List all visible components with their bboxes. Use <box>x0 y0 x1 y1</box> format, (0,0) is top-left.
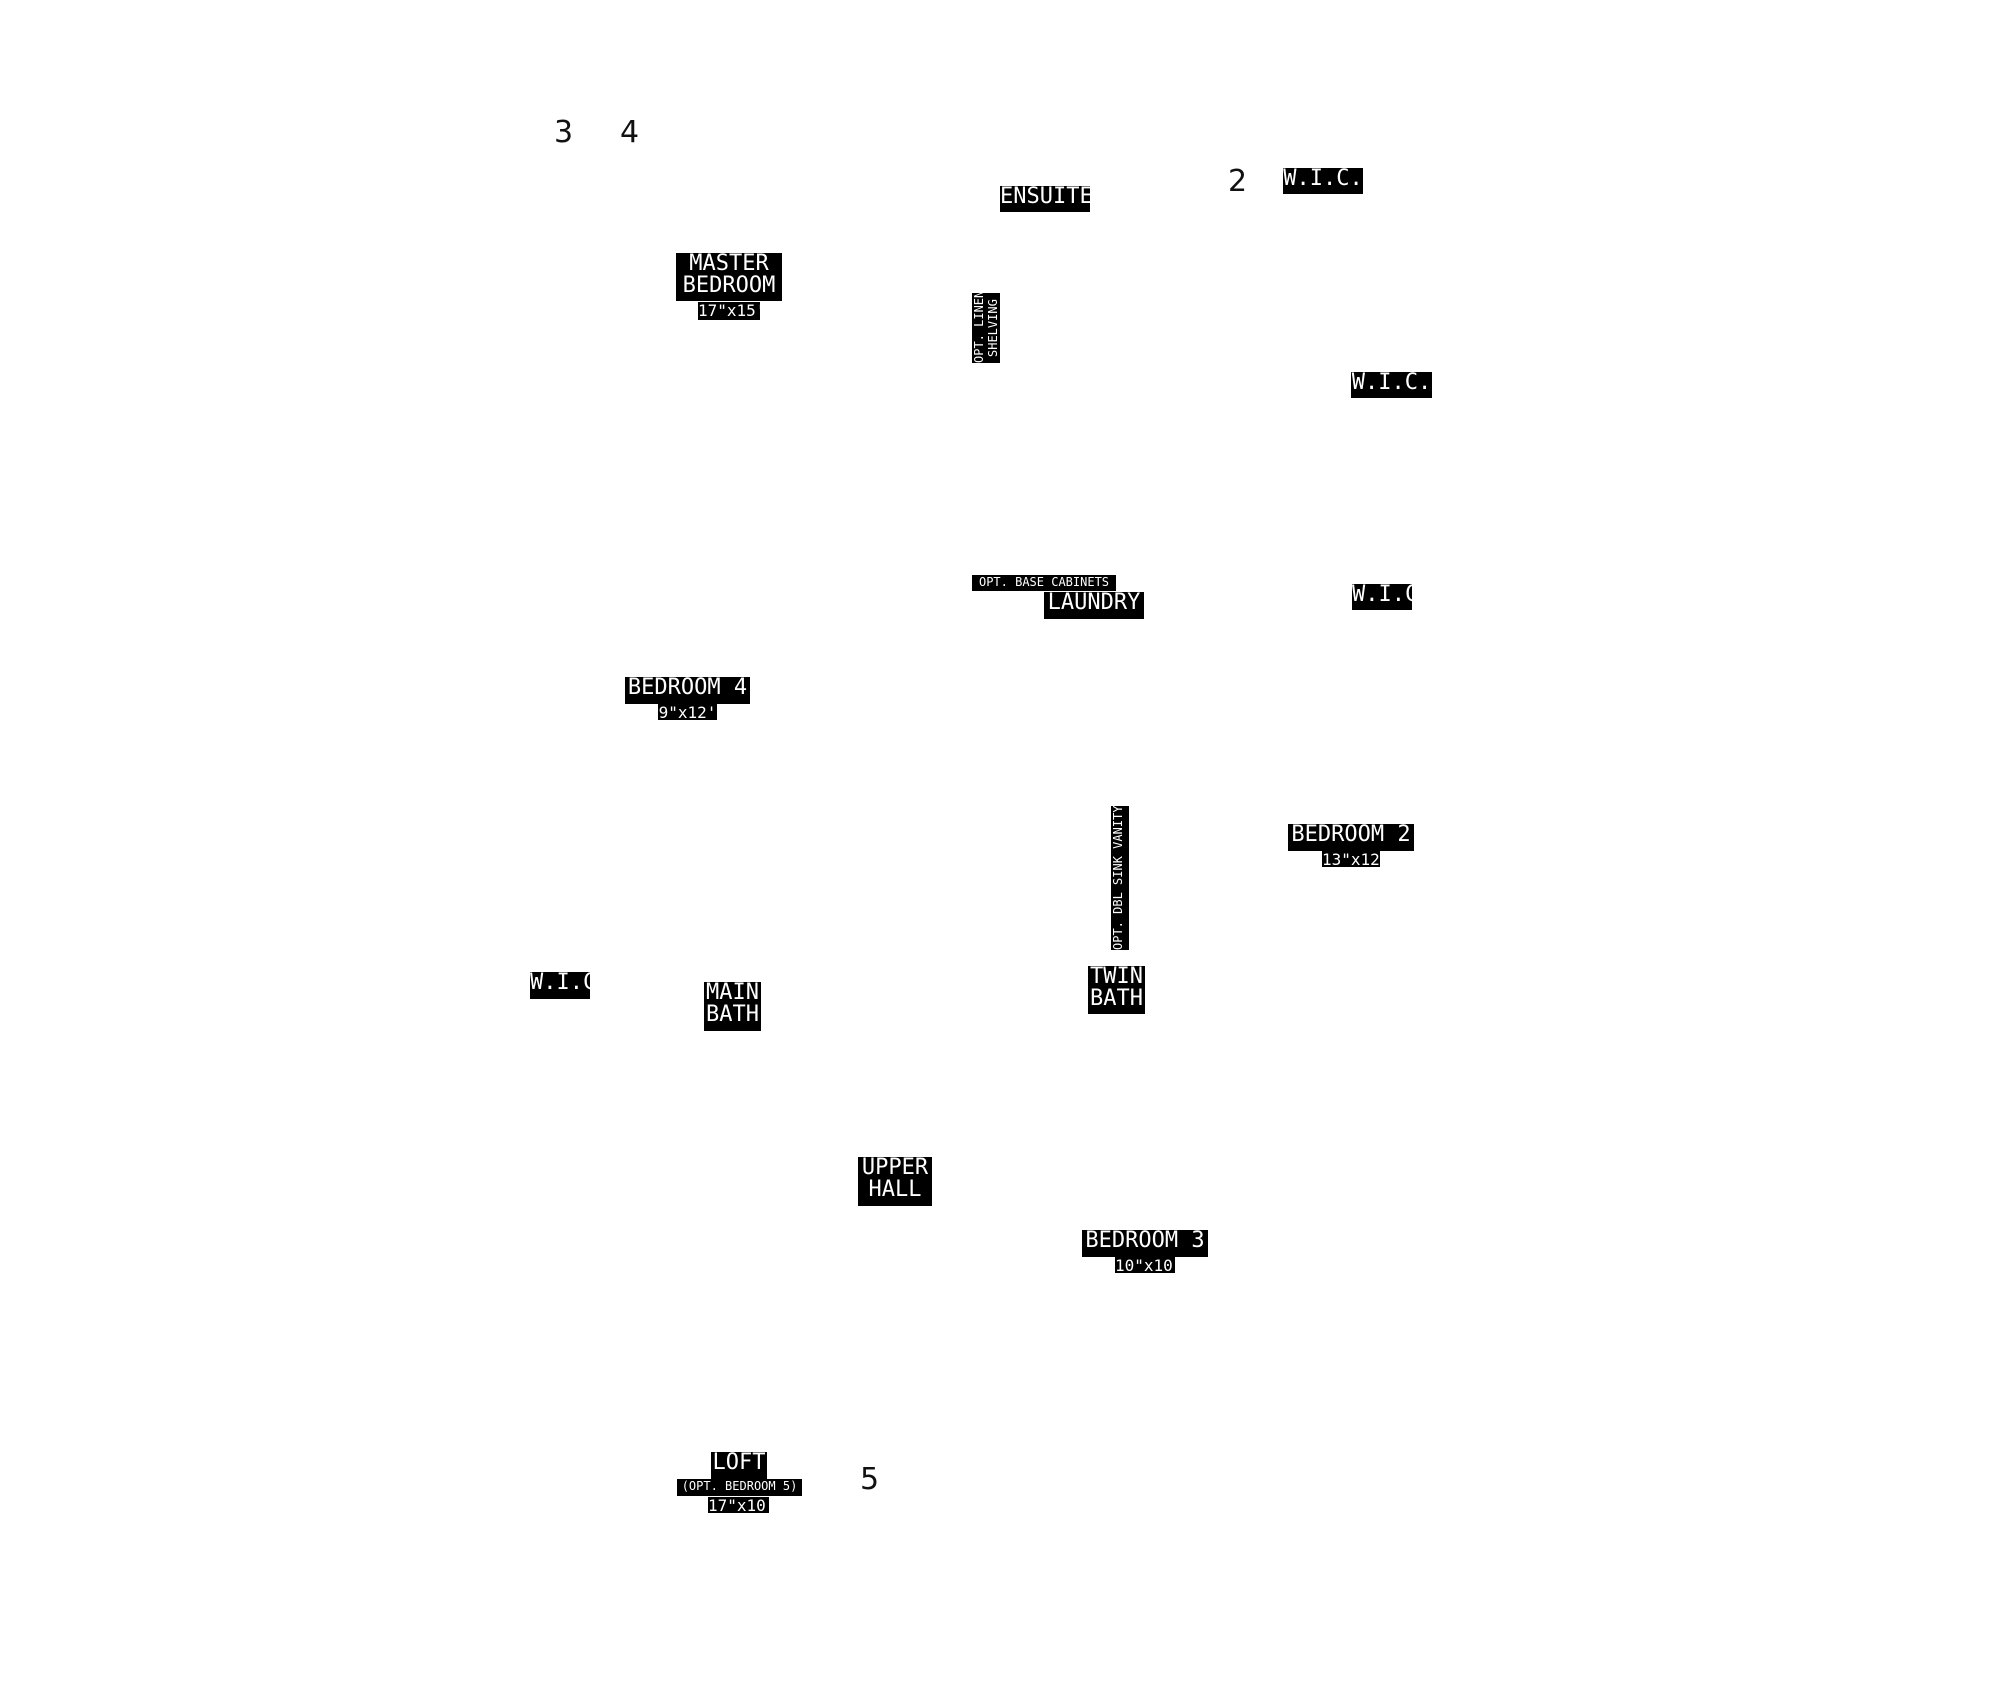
ensuite-text: ENSUITE <box>1000 186 1090 209</box>
opt-base-cabinets-text: OPT. BASE CABINETS <box>978 575 1110 589</box>
master-bedroom-dim-label: 17"x15' <box>698 302 760 320</box>
laundry-label: LAUNDRY <box>1044 592 1144 619</box>
ensuite-label: ENSUITE <box>1000 186 1090 212</box>
opt-dbl-sink-vanity-label: OPT. DBL SINK VANITY <box>1111 806 1129 950</box>
upper-hall-line1: UPPER <box>861 1157 929 1180</box>
bedroom-3-dim: 10"x10' <box>1115 1257 1175 1273</box>
page-marker-3: 3 <box>554 115 574 150</box>
twin-bath-label: TWIN BATH <box>1088 966 1145 1014</box>
bedroom-4-dim-label: 9"x12' <box>658 704 717 720</box>
wic-mid-label: W.I.C. <box>1352 584 1412 610</box>
laundry-text: LAUNDRY <box>1047 592 1141 615</box>
bedroom-4-label: BEDROOM 4 <box>625 677 750 704</box>
loft-label: LOFT <box>711 1452 767 1479</box>
loft-dim: 17"x10' <box>708 1497 769 1513</box>
page-marker-5: 5 <box>860 1462 880 1497</box>
loft-sub-label: (OPT. BEDROOM 5) <box>677 1479 802 1496</box>
bedroom-4-dim: 9"x12' <box>658 704 717 720</box>
bedroom-2-dim-label: 13"x12' <box>1322 851 1380 867</box>
loft-sub-text: (OPT. BEDROOM 5) <box>681 1479 798 1493</box>
bedroom-3-text: BEDROOM 3 <box>1085 1230 1205 1253</box>
page-marker-4: 4 <box>620 115 640 150</box>
wic-left-text: W.I.C. <box>530 972 590 995</box>
master-bedroom-line2: BEDROOM <box>682 273 776 298</box>
bedroom-3-dim-label: 10"x10' <box>1115 1257 1175 1273</box>
opt-linen-shelving-label: OPT. LINEN SHELVING <box>972 293 1000 363</box>
upper-hall-label: UPPER HALL <box>858 1157 932 1206</box>
main-bath-line2: BATH <box>706 1002 759 1027</box>
opt-dbl-sink-vanity-text: OPT. DBL SINK VANITY <box>1111 806 1125 950</box>
opt-linen-line2: SHELVING <box>986 299 1000 357</box>
bedroom-4-text: BEDROOM 4 <box>627 677 748 700</box>
wic-top-text: W.I.C. <box>1283 168 1363 191</box>
upper-hall-line2: HALL <box>868 1177 922 1202</box>
master-bedroom-label: MASTER BEDROOM <box>676 253 782 301</box>
main-bath-line1: MAIN <box>706 982 759 1005</box>
bedroom-3-label: BEDROOM 3 <box>1082 1230 1208 1257</box>
bedroom-2-text: BEDROOM 2 <box>1291 824 1411 847</box>
twin-bath-line1: TWIN <box>1090 966 1143 989</box>
bedroom-2-label: BEDROOM 2 <box>1288 824 1414 851</box>
master-bedroom-line1: MASTER <box>689 253 769 276</box>
wic-left-label: W.I.C. <box>530 972 590 999</box>
wic-right-label: W.I.C. <box>1351 372 1432 398</box>
loft-dim-label: 17"x10' <box>708 1497 769 1513</box>
wic-top-label: W.I.C. <box>1283 168 1363 194</box>
twin-bath-line2: BATH <box>1090 986 1143 1011</box>
page-marker-2: 2 <box>1228 164 1248 199</box>
master-bedroom-dim: 17"x15' <box>698 302 760 320</box>
main-bath-label: MAIN BATH <box>704 982 761 1031</box>
wic-right-text: W.I.C. <box>1351 372 1432 395</box>
opt-linen-line1: OPT. LINEN <box>972 293 986 363</box>
loft-text: LOFT <box>712 1452 766 1475</box>
wic-mid-text: W.I.C. <box>1352 584 1412 607</box>
bedroom-2-dim: 13"x12' <box>1322 851 1380 867</box>
opt-base-cabinets-label: OPT. BASE CABINETS <box>972 575 1116 591</box>
